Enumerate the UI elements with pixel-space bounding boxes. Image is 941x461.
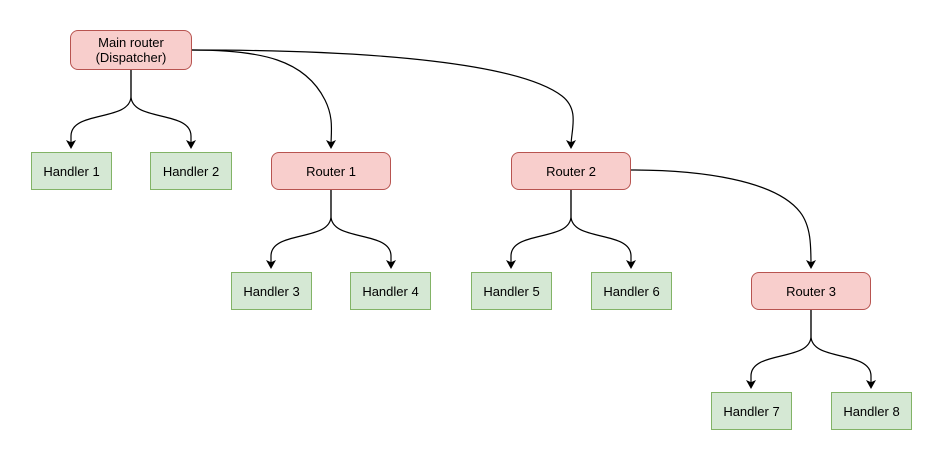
edge-main-to-router-2 <box>191 49 577 149</box>
node-label-handler-2: Handler 2 <box>162 163 220 179</box>
edge-router2-to-handler-6 <box>570 190 636 269</box>
node-label-handler-4: Handler 4 <box>362 283 419 299</box>
node-handler-6[interactable]: Handler 6 <box>591 272 672 310</box>
edge-group <box>66 49 876 389</box>
node-label-handler-7: Handler 7 <box>723 403 780 419</box>
node-label-router-1: Router 1 <box>306 163 356 179</box>
edge-router2-to-handler-5 <box>506 190 572 269</box>
edge-router1-to-handler-4 <box>330 190 396 269</box>
edge-main-to-handler-1 <box>66 70 132 149</box>
node-handler-3[interactable]: Handler 3 <box>231 272 312 310</box>
node-label-router-2: Router 2 <box>546 163 596 179</box>
edge-router3-to-handler-7 <box>746 310 812 389</box>
node-label-router-3: Router 3 <box>786 283 836 299</box>
edge-main-to-router-1 <box>191 49 337 149</box>
node-label-handler-1: Handler 1 <box>43 163 100 179</box>
node-label-handler-3: Handler 3 <box>243 283 300 299</box>
node-handler-7[interactable]: Handler 7 <box>711 392 792 430</box>
edge-router2-to-router-3 <box>630 169 816 269</box>
node-router-1[interactable]: Router 1 <box>271 152 391 190</box>
node-handler-8[interactable]: Handler 8 <box>831 392 912 430</box>
edge-router1-to-handler-3 <box>266 190 332 269</box>
edge-main-to-handler-2 <box>130 70 196 149</box>
node-label-handler-5: Handler 5 <box>483 283 540 299</box>
node-router-2[interactable]: Router 2 <box>511 152 631 190</box>
node-handler-4[interactable]: Handler 4 <box>350 272 431 310</box>
node-label-handler-6: Handler 6 <box>603 283 660 299</box>
node-handler-5[interactable]: Handler 5 <box>471 272 552 310</box>
node-handler-2[interactable]: Handler 2 <box>150 152 232 190</box>
node-main-router[interactable]: Main router (Dispatcher) <box>70 30 192 70</box>
node-router-3[interactable]: Router 3 <box>751 272 871 310</box>
node-label-handler-8: Handler 8 <box>843 403 900 419</box>
edge-router3-to-handler-8 <box>810 310 876 389</box>
node-handler-1[interactable]: Handler 1 <box>31 152 112 190</box>
node-label-main-router: Main router (Dispatcher) <box>95 35 167 65</box>
